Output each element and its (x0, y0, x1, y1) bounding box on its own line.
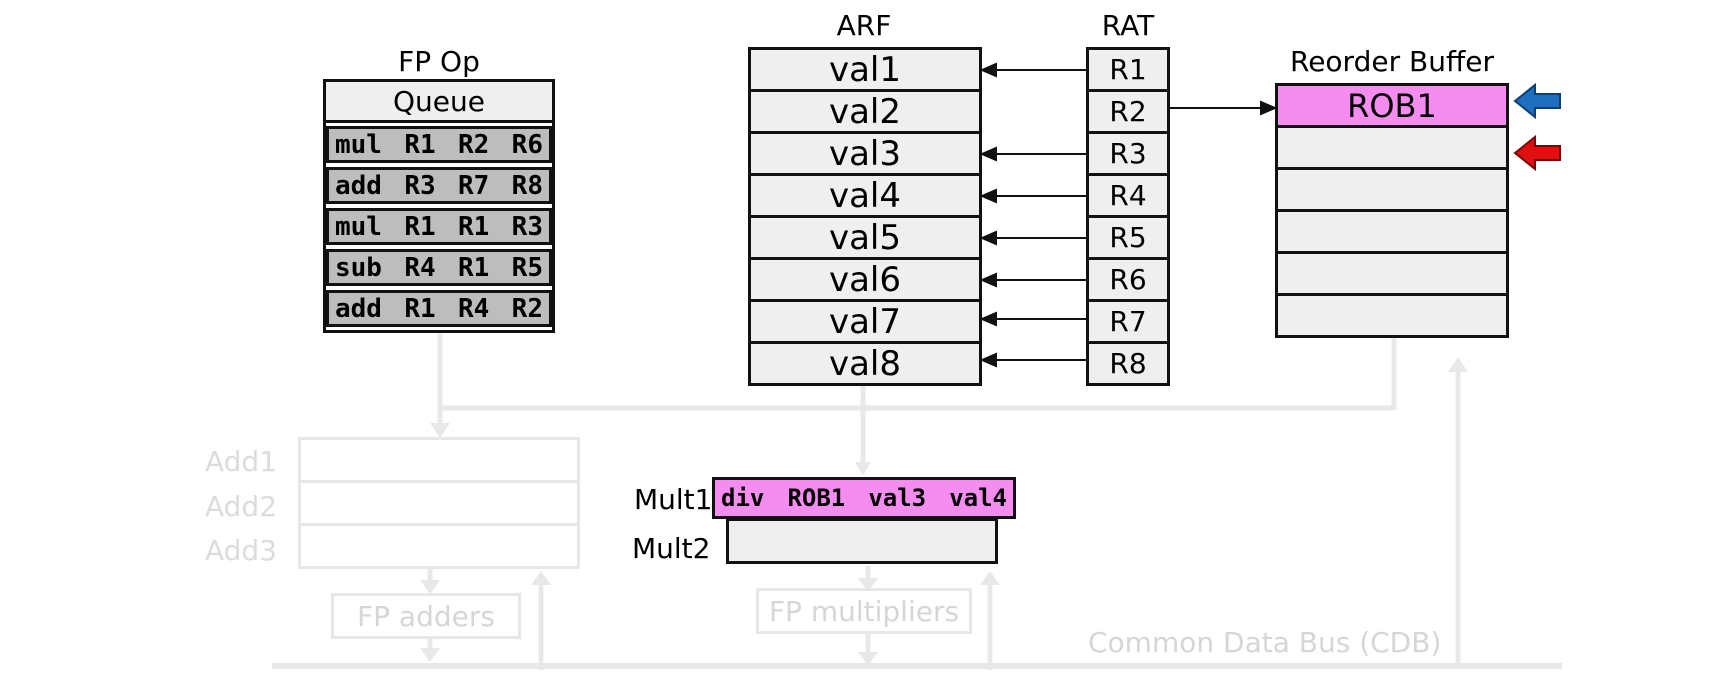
queue-entry: mul R1 R1 R3 (326, 208, 552, 245)
rat-register: R6 (1109, 263, 1147, 296)
fp-queue: mul R1 R2 R6 add R3 R7 R8 mul R1 R1 R3 s… (323, 120, 555, 333)
arf-value: val1 (828, 49, 902, 90)
rat-entry: R7 (1086, 299, 1170, 344)
rob-entry: ROB1 (1275, 83, 1509, 128)
arf-entry: val4 (748, 173, 982, 218)
queue-entry: add R1 R4 R2 (326, 290, 552, 327)
mult1-src2: val4 (949, 484, 1007, 512)
rob-entry-label: ROB1 (1347, 86, 1437, 125)
arf-value: val2 (828, 91, 902, 132)
queue-reg: R3 (404, 170, 436, 201)
add-rs-label: Add1 (205, 445, 278, 478)
add-rs-label: Add3 (205, 534, 278, 567)
queue-reg: R1 (458, 252, 490, 283)
queue-reg: R7 (458, 170, 490, 201)
rat-entry: R1 (1086, 47, 1170, 92)
arf-table: val1 val2 val3 val4 val5 val6 val7 val8 (748, 47, 982, 386)
rat-register: R5 (1109, 221, 1147, 254)
queue-reg: R2 (458, 129, 490, 160)
fp-multipliers-unit: FP multipliers (756, 588, 972, 634)
rat-title: RAT (1101, 9, 1155, 42)
rat-register: R7 (1109, 305, 1147, 338)
rob-title: Reorder Buffer (1290, 45, 1494, 78)
arf-entry: val6 (748, 257, 982, 302)
rat-entry: R5 (1086, 215, 1170, 260)
mult1-dest: ROB1 (787, 484, 846, 512)
rob-entry (1275, 251, 1509, 296)
rat-entry: R3 (1086, 131, 1170, 176)
queue-op: add (335, 293, 382, 324)
arf-value: val7 (828, 301, 902, 342)
arf-value: val3 (828, 133, 902, 174)
mult1-label: Mult1 (634, 483, 713, 516)
arf-entry: val5 (748, 215, 982, 260)
queue-reg: R4 (404, 252, 436, 283)
rob-entry (1275, 125, 1509, 170)
fp-queue-header-label: Queue (393, 84, 485, 118)
queue-entry: add R3 R7 R8 (326, 167, 552, 204)
arf-value: val8 (828, 343, 902, 384)
add-rs-entry (298, 437, 580, 483)
queue-reg: R3 (511, 211, 543, 242)
arf-entry: val3 (748, 131, 982, 176)
queue-reg: R8 (511, 170, 543, 201)
fp-adders-label: FP adders (357, 599, 495, 633)
add-rs-label: Add2 (205, 490, 278, 523)
queue-reg: R1 (458, 211, 490, 242)
rat-table: R1 R2 R3 R4 R5 R6 R7 R8 (1086, 47, 1170, 386)
rat-entry: R8 (1086, 341, 1170, 386)
rat-register: R4 (1109, 179, 1147, 212)
add-rs-entry (298, 480, 580, 526)
rob-table: ROB1 (1275, 83, 1509, 338)
rat-register: R1 (1109, 53, 1147, 86)
queue-reg: R6 (511, 129, 543, 160)
rat-register: R2 (1109, 95, 1147, 128)
queue-op: sub (335, 252, 382, 283)
mult1-src1: val3 (868, 484, 927, 512)
mult2-entry (726, 518, 998, 564)
arf-title: ARF (836, 9, 892, 42)
rat-entry: R4 (1086, 173, 1170, 218)
fp-adders-unit: FP adders (331, 593, 521, 639)
rob-entry (1275, 209, 1509, 254)
queue-op: mul (335, 129, 382, 160)
rob-entry (1275, 293, 1509, 338)
arf-entry: val2 (748, 89, 982, 134)
arf-entry: val1 (748, 47, 982, 92)
rob-entry (1275, 167, 1509, 212)
queue-reg: R2 (511, 293, 543, 324)
queue-op: add (335, 170, 382, 201)
queue-reg: R1 (404, 293, 436, 324)
fp-queue-header: Queue (323, 79, 555, 123)
mult2-label: Mult2 (632, 532, 711, 565)
rat-register: R3 (1109, 137, 1147, 170)
mult1-op: div (721, 484, 765, 512)
add-rs-entry (298, 523, 580, 569)
rat-entry: R2 (1086, 89, 1170, 134)
fp-multipliers-label: FP multipliers (768, 594, 960, 628)
arf-value: val6 (828, 259, 902, 300)
rat-entry: R6 (1086, 257, 1170, 302)
queue-reg: R1 (404, 211, 436, 242)
queue-reg: R1 (404, 129, 436, 160)
queue-entry: mul R1 R2 R6 (326, 126, 552, 163)
queue-reg: R4 (458, 293, 490, 324)
mult1-entry: div ROB1 val3 val4 (712, 477, 1016, 519)
arf-entry: val7 (748, 299, 982, 344)
fp-queue-title: FP Op (398, 45, 480, 78)
rat-register: R8 (1109, 347, 1147, 380)
queue-reg: R5 (511, 252, 543, 283)
arf-entry: val8 (748, 341, 982, 386)
cdb-label: Common Data Bus (CDB) (1088, 626, 1442, 659)
arf-value: val4 (828, 175, 902, 216)
queue-entry: sub R4 R1 R5 (326, 249, 552, 286)
queue-op: mul (335, 211, 382, 242)
arf-value: val5 (828, 217, 902, 258)
